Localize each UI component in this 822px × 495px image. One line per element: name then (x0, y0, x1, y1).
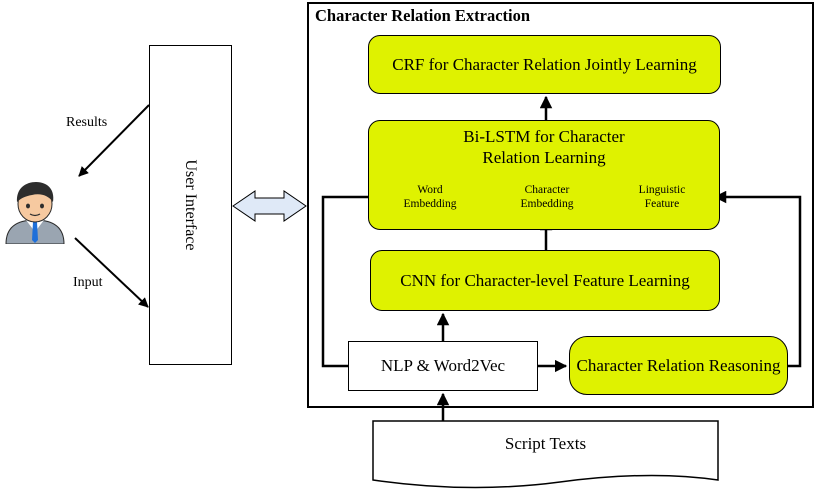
user-interface-label: User Interface (182, 159, 199, 251)
word-embedding-line-1: Word (417, 183, 443, 196)
word-embedding-line-2: Embedding (403, 198, 457, 210)
input-label: Input (73, 275, 103, 290)
bilstm-module: Bi-LSTM for Character Relation Learning (368, 120, 720, 230)
bilstm-line-2: Relation Learning (482, 148, 606, 168)
results-label: Results (66, 115, 108, 130)
linguistic-feature-line-2: Feature (644, 198, 680, 210)
arrow-reasoning-to-linguistic-feature (713, 190, 802, 368)
cnn-module-label: CNN for Character-level Feature Learning (400, 270, 690, 290)
bilstm-module-label: Bi-LSTM for Character Relation Learning (463, 126, 624, 169)
word-embedding-chip: Word Embedding (382, 178, 478, 216)
linguistic-feature-chip: Linguistic Feature (612, 178, 712, 216)
arrow-input (74, 237, 149, 308)
character-embedding-line-2: Embedding (520, 198, 574, 210)
character-relation-extraction-container (307, 2, 814, 408)
script-texts-label: Script Texts (504, 434, 587, 453)
nlp-word2vec-label: NLP & Word2Vec (380, 356, 506, 375)
character-embedding-chip: Character Embedding (499, 178, 595, 216)
nlp-word2vec-box: NLP & Word2Vec (348, 341, 538, 391)
script-texts-document (372, 420, 719, 489)
character-embedding-line-1: Character (524, 183, 570, 196)
arrow-results (78, 104, 150, 177)
user-avatar-icon (5, 182, 65, 244)
arrow-nlp-to-word-embedding (321, 190, 381, 368)
cnn-module: CNN for Character-level Feature Learning (370, 250, 720, 311)
bilstm-line-1: Bi-LSTM for Character (463, 127, 625, 146)
crf-module: CRF for Character Relation Jointly Learn… (368, 35, 721, 94)
extraction-title: Character Relation Extraction (315, 6, 531, 25)
reasoning-module-label: Character Relation Reasoning (576, 355, 781, 375)
linguistic-feature-line-1: Linguistic (638, 183, 686, 196)
bidirectional-arrow (232, 190, 307, 222)
character-relation-reasoning-module: Character Relation Reasoning (569, 336, 788, 395)
user-interface-panel (149, 45, 232, 365)
crf-module-label: CRF for Character Relation Jointly Learn… (392, 54, 697, 74)
